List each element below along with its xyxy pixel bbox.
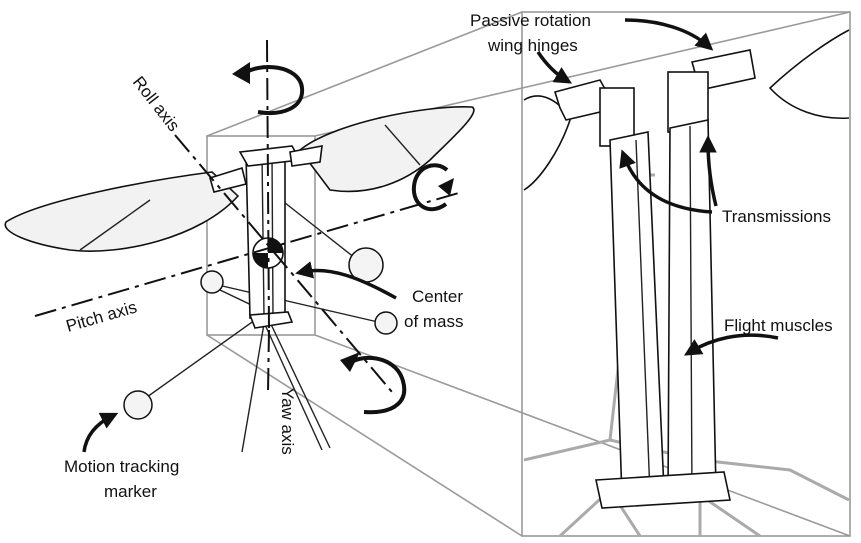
pitch-axis-line <box>34 191 463 317</box>
zoom-line-top <box>206 11 523 137</box>
yaw-arrowhead <box>232 62 250 84</box>
detail-right-muscle-line <box>689 125 693 495</box>
transmissions-label: Transmissions <box>722 207 831 226</box>
yaw-rotation-arrow <box>238 64 305 115</box>
hinges-pointer-left <box>536 51 573 84</box>
center-of-mass-pointer <box>295 261 397 300</box>
center-of-mass-label-line1: Center <box>412 287 463 306</box>
center-of-mass-label-line2: of mass <box>404 312 464 331</box>
hinges-label-line2: wing hinges <box>487 36 578 55</box>
marker-ball-3 <box>200 270 224 294</box>
yaw-axis-lower <box>267 329 270 393</box>
zoom-detail-box <box>521 11 851 537</box>
detail-left-muscle-line <box>635 139 651 495</box>
transmissions-pointer-left <box>619 149 713 214</box>
roll-axis-label: Roll axis <box>129 73 184 135</box>
right-hinge <box>289 145 323 167</box>
pitch-arrowhead <box>438 178 454 196</box>
zoom-line-bottom-right <box>314 334 851 537</box>
leg-3 <box>241 317 266 453</box>
marker-strut-2 <box>217 284 379 323</box>
leg-1 <box>267 317 331 449</box>
axes <box>34 39 463 393</box>
pitch-rotation-arrow <box>411 163 449 212</box>
flight-muscles-pointer <box>683 333 779 356</box>
left-wing-vein <box>79 199 151 251</box>
leg-2 <box>261 317 323 451</box>
roll-rotation-arrow <box>344 356 407 415</box>
marker-strut-1 <box>139 314 263 403</box>
detail-right-wing-root <box>768 29 850 120</box>
right-wing <box>298 106 475 193</box>
yaw-axis-upper <box>266 39 270 331</box>
marker-strut-3 <box>274 194 356 259</box>
rotation-arrows <box>232 62 454 415</box>
marker-ball-4 <box>374 311 398 335</box>
detail-base <box>595 471 731 509</box>
pitch-axis-label: Pitch axis <box>64 298 139 336</box>
center-of-mass-symbol <box>252 237 284 269</box>
hinges-pointer-right <box>624 18 714 51</box>
right-wing-vein <box>384 124 421 166</box>
zoom-line-bottom <box>206 334 523 537</box>
left-hinge <box>209 166 247 193</box>
hinges-label-line1: Passive rotation <box>470 11 591 30</box>
left-wing <box>4 171 240 252</box>
yaw-axis-label: Yaw axis <box>278 388 297 455</box>
airframe-center-2 <box>271 154 274 317</box>
zoom-detail <box>523 18 850 538</box>
roll-axis-line <box>174 134 393 393</box>
transmissions-pointer-right <box>699 135 718 207</box>
flight-muscles-label: Flight muscles <box>724 316 833 335</box>
zoom-source-box <box>206 135 316 336</box>
motion-marker-label-line2: marker <box>104 482 157 501</box>
motion-marker-label-line1: Motion tracking <box>64 457 179 476</box>
motion-marker-pointer <box>82 412 119 453</box>
robot-overview <box>4 106 475 453</box>
airframe-base <box>248 311 294 329</box>
airframe-center <box>261 154 265 317</box>
roll-arrowhead <box>340 352 360 372</box>
airframe <box>245 149 286 319</box>
detail-left-wing-root <box>523 95 571 191</box>
marker-ball-1 <box>123 390 153 420</box>
